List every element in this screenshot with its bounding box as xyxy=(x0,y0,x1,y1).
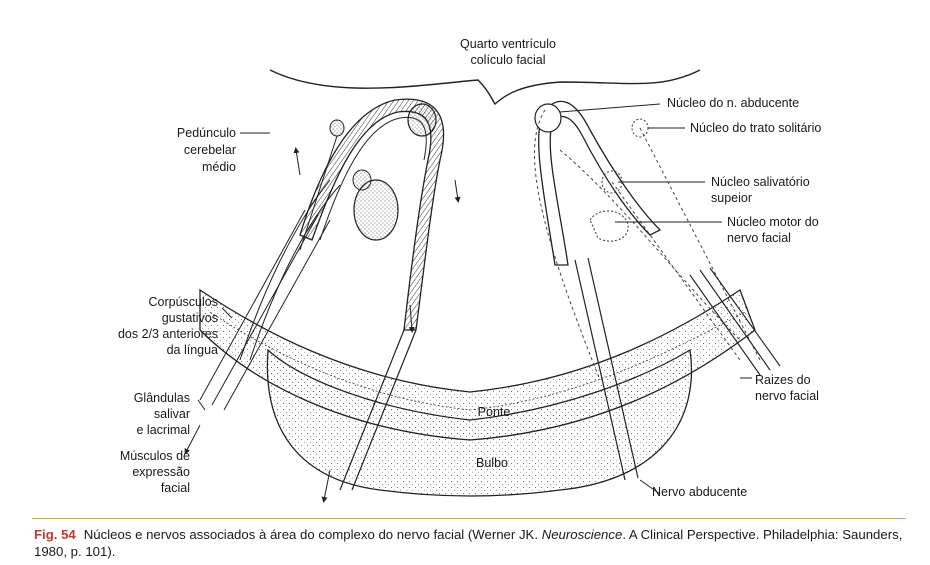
caption-text-after: . A Clinical Perspective. Philadelphia: … xyxy=(34,527,903,559)
label-pedunculo-3: médio xyxy=(202,160,236,174)
leader-lines xyxy=(197,103,752,495)
solitary-nucleus-right xyxy=(631,118,649,138)
caption-rule xyxy=(32,518,906,519)
label-quarto-ventriculo: Quarto ventrículo xyxy=(460,37,556,51)
label-musculos-2: expressão xyxy=(132,465,190,479)
fourth-ventricle-floor xyxy=(269,69,701,106)
label-glandulas-2: salivar xyxy=(154,407,190,421)
solitary-nucleus-left xyxy=(352,169,372,191)
label-bulbo: Bulbo xyxy=(476,456,508,470)
label-nervo-abducente: Nervo abducente xyxy=(652,485,747,499)
label-pedunculo-1: Pedúnculo xyxy=(177,126,236,140)
label-corpusculos-2: gustativos xyxy=(162,311,218,325)
label-salivatorio-2: supeior xyxy=(711,191,752,205)
ponte-edge xyxy=(209,311,746,411)
label-nucleo-abducente: Núcleo do n. abducente xyxy=(667,96,799,110)
ponte-band xyxy=(199,288,756,441)
label-raizes-2: nervo facial xyxy=(755,389,819,403)
label-glandulas-1: Glândulas xyxy=(134,391,190,405)
label-ponte: Ponte xyxy=(478,405,511,419)
abducens-nucleus-right xyxy=(534,103,562,133)
abducens-nucleus-left xyxy=(407,103,437,137)
motor-nucleus-right xyxy=(589,210,629,242)
facial-nerve-diagram: Quarto ventrículo colículo facial Núcleo… xyxy=(118,37,821,503)
abducens-tract-left xyxy=(339,329,417,491)
caption-journal: Neuroscience xyxy=(541,527,623,542)
label-coliculo-facial: colículo facial xyxy=(470,53,545,67)
label-glandulas-3: e lacrimal xyxy=(137,423,191,437)
arrow-2 xyxy=(454,179,461,203)
small-nucleus-left xyxy=(329,119,345,137)
label-musculos-3: facial xyxy=(161,481,190,495)
label-nucleo-trato-solitario: Núcleo do trato solitário xyxy=(690,121,821,135)
arrow-4 xyxy=(321,469,331,503)
label-motor-1: Núcleo motor do xyxy=(727,215,819,229)
arrow-1 xyxy=(293,147,301,176)
label-motor-2: nervo facial xyxy=(727,231,791,245)
label-musculos-1: Músculos de xyxy=(120,449,190,463)
label-raizes-1: Raizes do xyxy=(755,373,811,387)
right-dashed-fibers xyxy=(533,109,761,381)
left-root-lines xyxy=(239,179,341,361)
label-corpusculos-1: Corpúsculos xyxy=(149,295,218,309)
left-fibers xyxy=(199,209,331,411)
label-corpusculos-4: da língua xyxy=(167,343,218,357)
arrow-3 xyxy=(408,304,415,333)
figure-caption: Fig. 54 Núcleos e nervos associados à áre… xyxy=(34,526,914,560)
right-roots xyxy=(689,267,781,376)
label-corpusculos-3: dos 2/3 anteriores xyxy=(118,327,218,341)
figure-number: Fig. 54 xyxy=(34,527,76,542)
salivatory-nucleus-left xyxy=(353,179,399,241)
abducens-tract-right xyxy=(574,257,639,481)
label-salivatorio-1: Núcleo salivatório xyxy=(711,175,810,189)
arrow-5 xyxy=(184,424,201,455)
label-pedunculo-2: cerebelar xyxy=(184,143,236,157)
caption-text-before: Núcleos e nervos associados à área do co… xyxy=(83,527,539,542)
